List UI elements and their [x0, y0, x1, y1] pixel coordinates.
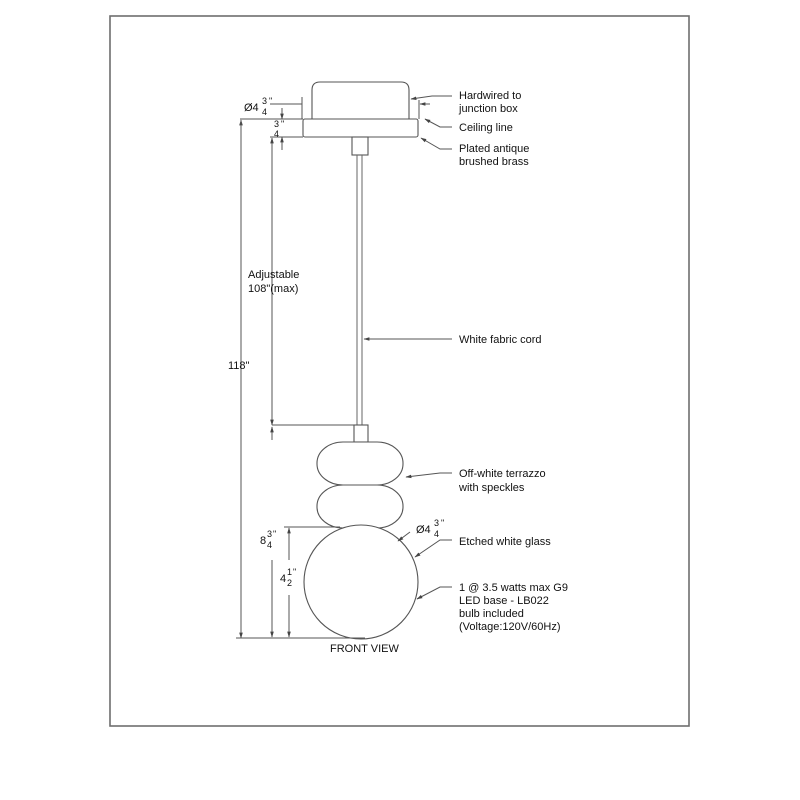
svg-text:4: 4 — [262, 107, 267, 117]
dim-body-height: 8 3 4 " — [260, 529, 276, 550]
callout-plated-brass: Plated antique brushed brass — [459, 143, 529, 168]
callout-bulb: 1 @ 3.5 watts max G9 LED base - LB022 bu… — [459, 582, 568, 633]
svg-text:Off-white terrazzo: Off-white terrazzo — [459, 468, 546, 480]
svg-text:1: 1 — [287, 567, 292, 577]
terrazzo-disc-upper — [316, 441, 404, 486]
svg-text:4: 4 — [280, 573, 286, 585]
svg-text:junction box: junction box — [458, 103, 518, 115]
callout-terrazzo: Off-white terrazzo with speckles — [458, 468, 546, 494]
junction-box — [311, 81, 410, 120]
svg-text:bulb included: bulb included — [459, 608, 524, 620]
callout-hardwired: Hardwired to junction box — [458, 90, 521, 115]
dim-canopy-height: 3 4 " — [274, 119, 284, 139]
svg-text:brushed brass: brushed brass — [459, 156, 529, 168]
svg-text:4: 4 — [434, 529, 439, 539]
callout-leaders — [363, 95, 452, 600]
terrazzo-disc-lower — [316, 484, 404, 529]
svg-text:3: 3 — [267, 529, 272, 539]
dimension-lines — [236, 97, 430, 639]
svg-text:4: 4 — [267, 540, 272, 550]
svg-text:108"(max): 108"(max) — [248, 283, 298, 295]
callout-etched-glass: Etched white glass — [459, 536, 551, 548]
svg-text:": " — [293, 567, 296, 577]
canopy-plate — [302, 118, 419, 138]
callout-ceiling-line: Ceiling line — [459, 122, 513, 134]
dim-overall-height: 118" — [228, 360, 250, 372]
drawing-frame — [109, 15, 690, 727]
dim-adjustable: Adjustable 108"(max) — [248, 269, 299, 295]
dim-globe-diameter: Ø4 3 4 " — [416, 518, 444, 539]
svg-text:LED base - LB022: LED base - LB022 — [459, 595, 549, 607]
svg-text:": " — [269, 96, 272, 106]
svg-text:": " — [281, 119, 284, 129]
svg-text:Ø4: Ø4 — [416, 524, 431, 536]
socket-stem — [353, 424, 369, 443]
canopy-stem — [351, 136, 369, 156]
svg-text:3: 3 — [262, 96, 267, 106]
callout-fabric-cord: White fabric cord — [459, 334, 542, 346]
svg-text:1 @ 3.5 watts max G9: 1 @ 3.5 watts max G9 — [459, 582, 568, 594]
glass-globe — [303, 524, 419, 640]
svg-text:3: 3 — [274, 119, 279, 129]
svg-text:with speckles: with speckles — [458, 482, 525, 494]
svg-text:": " — [273, 529, 276, 539]
pendant-fixture — [302, 81, 419, 640]
svg-text:4: 4 — [274, 129, 279, 139]
view-title: FRONT VIEW — [330, 643, 399, 655]
svg-text:(Voltage:120V/60Hz): (Voltage:120V/60Hz) — [459, 621, 561, 633]
dim-canopy-diameter: Ø4 3 4 " — [244, 96, 272, 117]
svg-text:Ø4: Ø4 — [244, 102, 259, 114]
svg-text:Plated antique: Plated antique — [459, 143, 529, 155]
svg-text:": " — [441, 518, 444, 528]
svg-text:3: 3 — [434, 518, 439, 528]
svg-text:8: 8 — [260, 535, 266, 547]
svg-text:Adjustable: Adjustable — [248, 269, 299, 281]
svg-text:Hardwired to: Hardwired to — [459, 90, 521, 102]
dim-globe-height: 4 1 2 " — [280, 567, 296, 588]
svg-text:2: 2 — [287, 578, 292, 588]
